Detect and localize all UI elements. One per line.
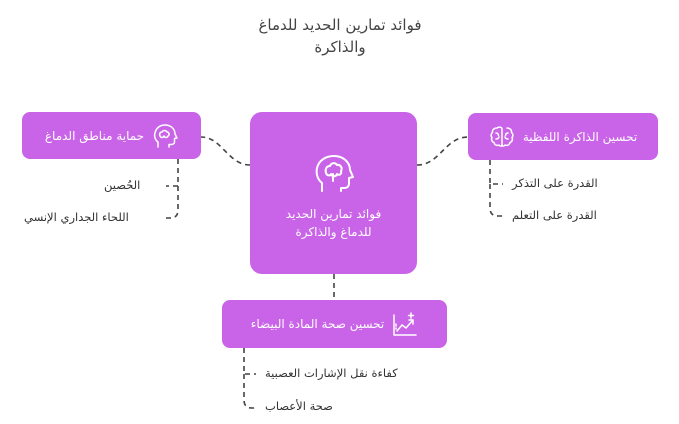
head-brain-icon — [313, 153, 355, 195]
connector-left-leaf-2 — [166, 186, 179, 219]
brain-icon — [489, 124, 515, 150]
connector-right-leaf-1 — [489, 160, 503, 185]
branch-brain-protection-label: حماية مناطق الدماغ — [44, 128, 145, 143]
connector-center-right — [416, 136, 469, 166]
branch-brain-protection: حماية مناطق الدماغ — [22, 112, 201, 159]
leaf-hippocampus: الحُصين — [104, 178, 141, 192]
leaf-nerve-health: صحة الأعصاب — [265, 399, 333, 413]
connector-bottom-leaf-1 — [243, 348, 256, 375]
center-node: فوائد تمارين الحديد للدماغ والذاكرة — [250, 112, 417, 274]
leaf-medial-parietal-cortex: اللحاء الجداري الإنسي — [24, 210, 129, 224]
connector-right-leaf-2 — [489, 184, 503, 217]
chart-plus-icon — [392, 311, 418, 337]
branch-white-matter-label: تحسين صحة المادة البيضاء — [250, 317, 385, 331]
leaf-neural-signal-efficiency: كفاءة نقل الإشارات العصبية — [265, 366, 398, 380]
center-label: فوائد تمارين الحديد للدماغ والذاكرة — [285, 207, 382, 239]
title-line-2: والذاكرة — [314, 38, 366, 56]
leaf-recall-ability: القدرة على التذكر — [512, 176, 598, 190]
branch-white-matter: تحسين صحة المادة البيضاء — [222, 300, 447, 348]
branch-verbal-memory-label: تحسين الذاكرة اللفظية — [522, 129, 638, 144]
connector-center-left — [200, 136, 251, 166]
connector-left-leaf-1 — [166, 159, 179, 187]
branch-verbal-memory: تحسين الذاكرة اللفظية — [468, 113, 658, 160]
leaf-learning-ability: القدرة على التعلم — [512, 208, 597, 222]
connector-bottom-leaf-2 — [243, 374, 256, 409]
title-line-1: فوائد تمارين الحديد للدماغ — [258, 16, 422, 34]
head-icon — [152, 123, 178, 149]
diagram-title: فوائد تمارين الحديد للدماغ والذاكرة — [190, 14, 490, 58]
